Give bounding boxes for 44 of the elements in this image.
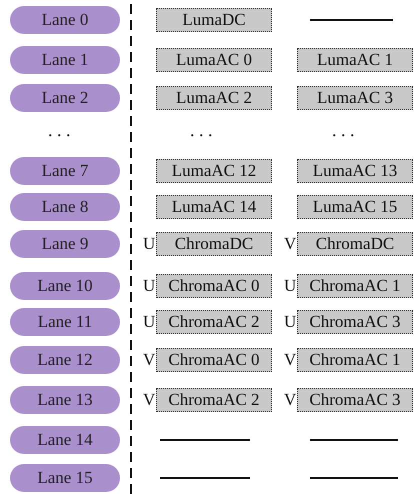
lane-pill: Lane 7 <box>10 157 120 185</box>
block-box: LumaAC 14 <box>156 195 272 219</box>
channel-letter: U <box>284 311 296 333</box>
lane-pill: Lane 10 <box>10 272 120 300</box>
lane-pill: Lane 15 <box>10 464 120 492</box>
block-box: LumaAC 3 <box>297 86 413 110</box>
lane-pill: Lane 0 <box>10 6 120 34</box>
block-box: ChromaAC 1 <box>297 348 413 372</box>
channel-letter: U <box>143 275 156 297</box>
lane-pill: Lane 9 <box>10 230 120 258</box>
channel-letter: V <box>284 349 296 371</box>
channel-letter: V <box>143 349 156 371</box>
channel-letter: V <box>143 389 156 411</box>
block-box: ChromaAC 2 <box>156 388 272 412</box>
block-box: LumaAC 1 <box>297 48 413 72</box>
block-box: LumaAC 13 <box>297 159 413 183</box>
block-box: ChromaAC 0 <box>156 274 272 298</box>
block-box: LumaAC 0 <box>156 48 272 72</box>
block-box: ChromaDC <box>156 232 272 256</box>
channel-letter: V <box>284 389 296 411</box>
channel-letter: U <box>284 275 296 297</box>
block-box: ChromaAC 1 <box>297 274 413 298</box>
block-box: ChromaAC 2 <box>156 310 272 334</box>
lane-pill: Lane 12 <box>10 346 120 374</box>
ellipsis: . . . <box>48 120 70 141</box>
lane-pill: Lane 8 <box>10 193 120 221</box>
lane-pill: Lane 1 <box>10 46 120 74</box>
channel-letter: V <box>284 233 296 255</box>
block-box: LumaAC 15 <box>297 195 413 219</box>
lane-pill: Lane 2 <box>10 84 120 112</box>
block-box: ChromaAC 0 <box>156 348 272 372</box>
block-box: LumaAC 12 <box>156 159 272 183</box>
block-box: ChromaAC 3 <box>297 310 413 334</box>
lane-pill: Lane 11 <box>10 308 120 336</box>
lane-pill: Lane 13 <box>10 386 120 414</box>
ellipsis: . . . <box>332 120 354 141</box>
block-box: LumaAC 2 <box>156 86 272 110</box>
block-box: ChromaAC 3 <box>297 388 413 412</box>
channel-letter: U <box>143 311 156 333</box>
block-box: ChromaDC <box>297 232 413 256</box>
channel-letter: U <box>143 233 156 255</box>
ellipsis: . . . <box>190 120 212 141</box>
block-box: LumaDC <box>156 8 272 32</box>
lane-pill: Lane 14 <box>10 426 120 454</box>
